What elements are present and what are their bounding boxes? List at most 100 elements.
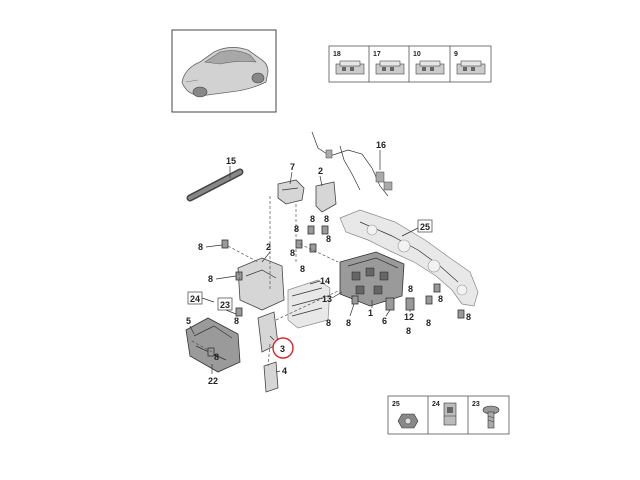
clip-icon bbox=[335, 60, 365, 75]
svg-text:8: 8 bbox=[324, 214, 329, 224]
car-icon bbox=[181, 47, 269, 98]
svg-text:8: 8 bbox=[234, 316, 239, 326]
svg-text:24: 24 bbox=[432, 401, 440, 408]
callout-8a[interactable]: 8 bbox=[198, 242, 223, 252]
svg-text:25: 25 bbox=[420, 222, 430, 232]
callout-8h[interactable]: 8 bbox=[346, 303, 355, 328]
callout-8f[interactable]: 8 bbox=[208, 274, 237, 284]
svg-text:10: 10 bbox=[413, 51, 421, 58]
legend-item-10[interactable]: 10 bbox=[413, 51, 445, 75]
legend-bottom: 25 24 23 bbox=[387, 395, 510, 435]
callout-15[interactable]: 15 bbox=[226, 156, 236, 178]
callout-16[interactable]: 16 bbox=[376, 140, 386, 170]
svg-text:24: 24 bbox=[190, 294, 200, 304]
svg-text:8: 8 bbox=[300, 264, 305, 274]
sensor-12-part[interactable] bbox=[405, 297, 415, 311]
svg-text:8: 8 bbox=[408, 284, 413, 294]
svg-text:8: 8 bbox=[294, 224, 299, 234]
callout-1[interactable]: 1 bbox=[368, 300, 373, 318]
svg-text:25: 25 bbox=[392, 401, 400, 408]
plugs bbox=[207, 225, 465, 357]
highlight-ring bbox=[272, 337, 294, 359]
callout-3-highlight[interactable]: 3 bbox=[269, 335, 294, 359]
callout-8g[interactable]: 8 bbox=[234, 316, 239, 326]
callout-13[interactable]: 13 bbox=[322, 291, 343, 304]
legend-item-24[interactable]: 24 bbox=[432, 401, 457, 426]
housing-2-part[interactable] bbox=[237, 257, 285, 311]
callout-8l[interactable]: 8 bbox=[438, 294, 443, 304]
vehicle-thumbnail[interactable] bbox=[171, 29, 277, 113]
wire-harness-part[interactable] bbox=[311, 131, 393, 197]
screw-icon bbox=[482, 405, 500, 429]
legend-item-25[interactable]: 25 bbox=[392, 401, 419, 429]
bracket-2-upper-part[interactable] bbox=[315, 181, 337, 213]
nut-icon bbox=[397, 413, 419, 429]
plug-part[interactable] bbox=[351, 295, 359, 305]
callout-25[interactable]: 25 bbox=[401, 219, 433, 237]
callout-8c[interactable]: 8 bbox=[310, 214, 315, 224]
plug-part[interactable] bbox=[457, 309, 465, 319]
callout-8p[interactable]: 8 bbox=[326, 234, 331, 244]
svg-text:8: 8 bbox=[310, 214, 315, 224]
svg-text:5: 5 bbox=[186, 316, 191, 326]
callout-2b[interactable]: 2 bbox=[261, 242, 271, 263]
callout-8q[interactable]: 8 bbox=[300, 264, 305, 274]
plug-part[interactable] bbox=[295, 239, 303, 249]
callout-14[interactable]: 14 bbox=[309, 276, 330, 286]
callout-24[interactable]: 24 bbox=[187, 291, 215, 305]
svg-text:2: 2 bbox=[318, 166, 323, 176]
plug-part[interactable] bbox=[433, 283, 441, 293]
legend-top: 18 17 10 9 bbox=[328, 45, 492, 83]
callout-8m[interactable]: 8 bbox=[466, 312, 471, 322]
callout-5[interactable]: 5 bbox=[186, 316, 195, 335]
callout-23[interactable]: 23 bbox=[217, 297, 237, 315]
callout-4[interactable]: 4 bbox=[275, 366, 287, 376]
callout-8o[interactable]: 8 bbox=[214, 352, 219, 362]
sensor-6-part[interactable] bbox=[385, 297, 395, 311]
svg-text:8: 8 bbox=[466, 312, 471, 322]
callout-8i[interactable]: 8 bbox=[326, 318, 331, 328]
plug-part[interactable] bbox=[221, 239, 229, 249]
callout-8k[interactable]: 8 bbox=[426, 318, 431, 328]
svg-text:2: 2 bbox=[266, 242, 271, 252]
callout-8n[interactable]: 8 bbox=[408, 284, 413, 294]
callout-22[interactable]: 22 bbox=[208, 364, 218, 386]
callout-2a[interactable]: 2 bbox=[318, 166, 323, 187]
plug-part[interactable] bbox=[309, 243, 317, 253]
module-7-part[interactable] bbox=[277, 179, 305, 205]
callout-8j[interactable]: 8 bbox=[406, 326, 411, 336]
bracket-4-part[interactable] bbox=[263, 361, 279, 393]
plug-part[interactable] bbox=[207, 347, 215, 357]
legend-item-17[interactable]: 17 bbox=[373, 51, 405, 75]
callout-8d[interactable]: 8 bbox=[324, 214, 329, 224]
valve-block-part[interactable] bbox=[339, 251, 405, 307]
svg-text:8: 8 bbox=[346, 318, 351, 328]
svg-text:15: 15 bbox=[226, 156, 236, 166]
svg-text:6: 6 bbox=[382, 316, 387, 326]
svg-text:16: 16 bbox=[376, 140, 386, 150]
legend-item-9[interactable]: 9 bbox=[454, 51, 486, 75]
plug-part[interactable] bbox=[425, 295, 433, 305]
callout-7[interactable]: 7 bbox=[289, 162, 295, 185]
svg-text:8: 8 bbox=[208, 274, 213, 284]
svg-text:18: 18 bbox=[333, 51, 341, 58]
callout-8b[interactable]: 8 bbox=[294, 224, 299, 234]
plug-part[interactable] bbox=[321, 225, 329, 235]
svg-text:23: 23 bbox=[220, 300, 230, 310]
callout-12[interactable]: 12 bbox=[404, 310, 414, 322]
assembly-lines bbox=[189, 196, 341, 367]
filter-part[interactable] bbox=[287, 279, 331, 329]
legend-item-23[interactable]: 23 bbox=[472, 401, 500, 429]
callout-6[interactable]: 6 bbox=[382, 309, 391, 326]
svg-text:14: 14 bbox=[320, 276, 330, 286]
plug-part[interactable] bbox=[307, 225, 315, 235]
legend-item-18[interactable]: 18 bbox=[333, 51, 365, 75]
cross-member-part[interactable] bbox=[339, 209, 479, 307]
plug-part[interactable] bbox=[235, 307, 243, 317]
callout-8e[interactable]: 8 bbox=[290, 248, 295, 258]
clip-nut-icon bbox=[443, 402, 457, 426]
cover-5-part[interactable] bbox=[185, 317, 241, 373]
svg-text:9: 9 bbox=[454, 51, 458, 58]
hose-part[interactable] bbox=[186, 168, 244, 202]
